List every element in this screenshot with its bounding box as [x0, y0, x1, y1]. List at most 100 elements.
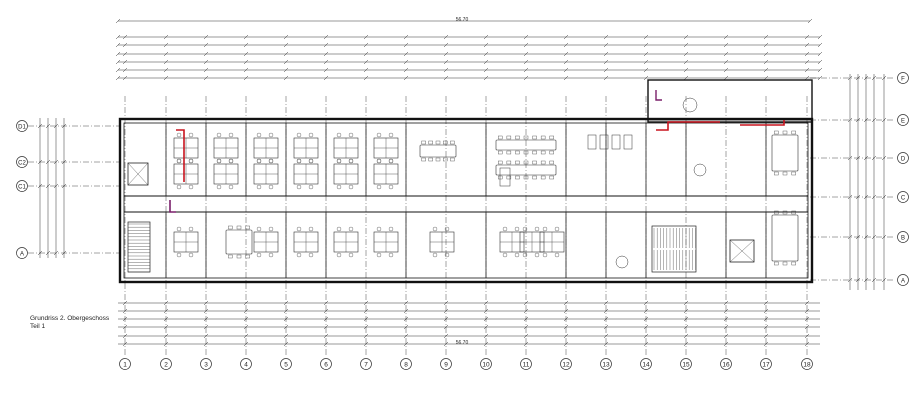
dimension-tick: [403, 42, 409, 48]
chair: [268, 132, 274, 138]
grid-row-label: C: [901, 195, 906, 201]
chair: [542, 252, 548, 258]
dimension-tick: [122, 42, 128, 48]
desk-cluster: [253, 132, 279, 164]
chair: [540, 175, 546, 180]
chair: [245, 254, 250, 259]
dimension-tick: [483, 59, 489, 65]
dimension-tick: [523, 75, 529, 81]
chair: [176, 184, 182, 190]
chair: [348, 226, 354, 232]
dimension-tick: [847, 277, 853, 283]
dimension-tick: [163, 42, 169, 48]
grid-column-label: 14: [642, 362, 650, 369]
chair: [421, 157, 426, 162]
chair: [348, 158, 354, 164]
conference-table: [771, 210, 799, 266]
grid-column-label: 3: [204, 362, 208, 369]
grid-column-label: 17: [762, 362, 770, 369]
dimension-tick: [163, 59, 169, 65]
grid-bubble: [897, 274, 909, 286]
desk-cluster: [253, 226, 279, 258]
dimension-tick: [643, 59, 649, 65]
chair: [188, 252, 194, 258]
dimension-tick: [163, 51, 169, 57]
chair: [540, 150, 546, 155]
dimension-tick: [563, 42, 569, 48]
grid-bubble: [360, 358, 372, 370]
conference-table: [419, 140, 457, 162]
dimension-tick: [643, 67, 649, 73]
chair: [498, 160, 503, 165]
chair: [296, 184, 302, 190]
desk-cluster: [373, 226, 399, 258]
grid-bubble: [600, 358, 612, 370]
dimension-tick: [115, 42, 121, 48]
chair: [506, 150, 512, 155]
grid-row-label: C1: [18, 184, 26, 190]
chair: [228, 132, 234, 138]
dimension-tick: [563, 59, 569, 65]
chair: [523, 135, 529, 140]
grid-column-label: 4: [244, 362, 248, 369]
table-top: [419, 144, 457, 158]
grid-column-label: 10: [482, 362, 490, 369]
desk-cluster: [333, 132, 359, 164]
grid-bubble: [119, 358, 131, 370]
exterior-wall-inner: [123, 122, 809, 279]
chair: [421, 140, 426, 145]
dimension-tick: [243, 34, 249, 40]
dimension-tick: [563, 51, 569, 57]
highlight-wall: [169, 200, 176, 213]
dimension-tick: [203, 75, 209, 81]
chair: [428, 157, 433, 162]
chair: [308, 158, 314, 164]
chair: [444, 226, 450, 232]
dimension-tick: [523, 67, 529, 73]
chair: [336, 184, 342, 190]
grid-column-label: 8: [404, 362, 408, 369]
table-top: [495, 164, 557, 176]
chair: [522, 252, 528, 258]
desk-cluster: [293, 226, 319, 258]
chair: [554, 252, 560, 258]
chair: [336, 158, 342, 164]
room-walls: [124, 123, 808, 278]
dimension-tick: [323, 51, 329, 57]
dimension-tick: [817, 51, 823, 57]
desk-cluster: [213, 158, 239, 190]
desk-cluster: [173, 158, 199, 190]
highlight-wall: [740, 120, 785, 126]
dimension-tick: [403, 59, 409, 65]
grid-bubble: [480, 358, 492, 370]
wc-cubicle: [611, 134, 621, 150]
dimension-tick: [523, 34, 529, 40]
chair: [236, 254, 242, 259]
grid-column-label: 13: [602, 362, 610, 369]
desk-cluster: [373, 158, 399, 190]
chair: [428, 140, 433, 145]
dimension-tick: [804, 51, 810, 57]
conference-table: [771, 130, 799, 176]
dimension-tick: [603, 67, 609, 73]
dimension-tick: [683, 67, 689, 73]
chair: [542, 226, 548, 232]
dimension-tick: [323, 75, 329, 81]
dimension-tick: [643, 51, 649, 57]
dimension-tick: [723, 67, 729, 73]
chair: [376, 184, 382, 190]
dimension-tick: [847, 234, 853, 240]
grid-bubble: [897, 72, 909, 84]
building-outline: [118, 79, 814, 284]
dimension-tick: [243, 75, 249, 81]
dimension-tick: [563, 67, 569, 73]
dimension-tick: [763, 51, 769, 57]
grid-bubble: [16, 120, 28, 132]
chair: [549, 150, 554, 155]
chair: [432, 226, 438, 232]
grid-bubble: [720, 358, 732, 370]
chair: [216, 184, 222, 190]
grid-row-label: C2: [18, 160, 26, 166]
chair: [296, 252, 302, 258]
chair: [534, 226, 540, 232]
